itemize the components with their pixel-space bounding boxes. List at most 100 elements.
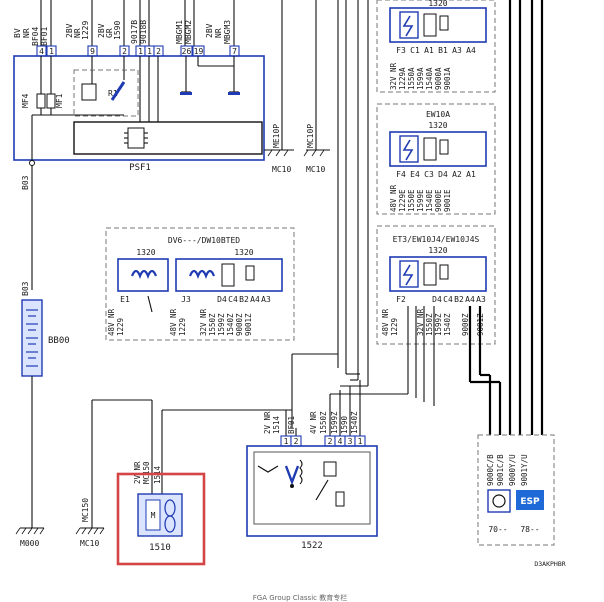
ecu-top-pin-5: A3 bbox=[452, 46, 462, 55]
dv6-right-title: 1320 bbox=[234, 248, 253, 257]
dv6-left-pin-2: J3 bbox=[181, 295, 191, 304]
c1510-label: 1510 bbox=[149, 543, 171, 553]
highlight-frame bbox=[116, 472, 206, 566]
psf1-pin-7: 2 bbox=[156, 47, 161, 56]
reference-code: D3AKPHBR bbox=[534, 560, 565, 568]
c1522-wire-left-1: 2V NR bbox=[263, 411, 272, 434]
esp-text: ESP bbox=[520, 497, 540, 507]
chip-icon bbox=[423, 137, 437, 161]
ground-me10p: ME10P bbox=[272, 124, 281, 148]
ew10a-pin-6: A1 bbox=[466, 170, 476, 179]
ground-mc10-b: MC10 bbox=[306, 165, 325, 174]
c1522-pin-3: 2 bbox=[328, 437, 333, 446]
c1522-pin-1: 1 bbox=[284, 437, 289, 446]
c1522-wire-left-3: BF01 bbox=[287, 416, 296, 434]
ground-mc10p: MC10P bbox=[306, 124, 315, 148]
psf1-pin-4: 2 bbox=[122, 47, 127, 56]
psf1-ecu-block bbox=[73, 121, 263, 155]
ew10a-pin-2: E4 bbox=[410, 170, 420, 179]
ew10a-pin-4: D4 bbox=[438, 170, 448, 179]
psf1-wire-label-4b: GR bbox=[105, 28, 114, 38]
ew10a-wire-4: 1599E bbox=[416, 189, 425, 212]
psf1-module: BV NR BF04 BF01 2BV NR 1229 2BV GR 1590 … bbox=[13, 0, 265, 173]
psf1-mf1-label: MF1 bbox=[55, 93, 64, 108]
relay-switch-icon bbox=[284, 465, 300, 486]
ecu-et3: ET3/EW10J4/EW10J4S 1320 F2 D4 C4 B2 A4 A… bbox=[376, 225, 496, 345]
et3-wire-5: 1599Z bbox=[434, 313, 443, 336]
c1522-label: 1522 bbox=[301, 541, 323, 551]
esp-wire-4: 9001Y/U bbox=[520, 454, 529, 486]
et3-pin-2: D4 bbox=[432, 295, 442, 304]
esp-wire-1: 9000C/B bbox=[486, 454, 495, 486]
psf1-wire-label-6: 9018B bbox=[139, 20, 148, 44]
et3-wire-3: 32V NR bbox=[416, 308, 425, 336]
dv6-right-pin-3: B2 bbox=[239, 295, 249, 304]
bb00-wire-upper: B03 bbox=[21, 281, 30, 296]
psf1-label: PSF1 bbox=[129, 163, 151, 173]
ew10a-wire-6: 9000E bbox=[434, 189, 443, 212]
psf1-wire-label-3b: NR bbox=[73, 28, 82, 38]
ecu-top-wire-1: 32V NR bbox=[389, 62, 398, 90]
et3-pin-6: A3 bbox=[476, 295, 486, 304]
et3-title: ET3/EW10J4/EW10J4S bbox=[393, 235, 480, 244]
psf1-pin-8: 26 bbox=[182, 47, 192, 56]
bb00-wire-top: B03 bbox=[21, 175, 30, 190]
et3-wire-6: 1540Z bbox=[443, 313, 452, 336]
ew10a-wire-7: 9001E bbox=[443, 189, 452, 212]
et3-pin-5: A4 bbox=[465, 295, 475, 304]
ground-mc10-c: MC10 bbox=[80, 539, 99, 548]
ecu-top-wire-6: 9000A bbox=[434, 67, 443, 90]
ecu-top-pin-2: C1 bbox=[410, 46, 420, 55]
esp-wire-2: 9001C/B bbox=[496, 454, 505, 486]
psf1-pin-6: 1 bbox=[147, 47, 152, 56]
dv6-left-wire-2: 1229 bbox=[116, 318, 125, 336]
psf1-wire-label-1a: BV bbox=[13, 28, 22, 38]
et3-wire-1: 48V NR bbox=[381, 308, 390, 336]
glow-coil-icon bbox=[130, 269, 158, 279]
dv6-right-pin-5: A3 bbox=[261, 295, 271, 304]
c1522-wire-right-2: 1550Z bbox=[319, 411, 328, 434]
esp-icon bbox=[516, 490, 544, 510]
injector-icon bbox=[439, 139, 449, 155]
et3-pin-3: C4 bbox=[443, 295, 453, 304]
ecu-top-title: 1320 bbox=[428, 0, 447, 8]
ecu-top-wire-5: 1540A bbox=[425, 67, 434, 90]
psf1-wire-label-8: MBGM2 bbox=[184, 20, 193, 44]
component-1510: 2V NR MC150 1514 M 1510 bbox=[116, 400, 292, 566]
psf1-mf4-label: MF4 bbox=[21, 93, 30, 108]
c1510-wire-2: MC150 bbox=[142, 461, 151, 484]
ecu-1320-top: 1320 F3 C1 A1 B1 A3 A4 32V NR 1229A 1550… bbox=[376, 0, 496, 93]
psf1-wire-label-5: 9017B bbox=[130, 20, 139, 44]
ecu-top-wire-4: 1599A bbox=[416, 67, 425, 90]
abs-icon bbox=[487, 489, 511, 513]
psf1-pin-5: 1 bbox=[138, 47, 143, 56]
psf1-wire-label-7: MBGM1 bbox=[175, 20, 184, 44]
psf1-wire-label-2: BF01 bbox=[40, 27, 49, 46]
c1522-wire-right-4: 1590 bbox=[340, 415, 349, 434]
psf1-box bbox=[13, 55, 265, 161]
dv6-mid-wire-2: 1229 bbox=[178, 318, 187, 336]
dv6-title: DV6---/DW10BTED bbox=[168, 236, 240, 245]
bb00-label: BB00 bbox=[48, 336, 70, 346]
c1522-wire-right-5: 1540Z bbox=[350, 411, 359, 434]
dv6-right-wire-1: 32V NR bbox=[199, 308, 208, 336]
chip-icon bbox=[423, 262, 437, 286]
fan-motor-icon: M bbox=[151, 511, 156, 520]
ecu-top-wire-7: 9001A bbox=[443, 67, 452, 90]
ew10a-subtitle: 1320 bbox=[428, 121, 447, 130]
dv6-right-wire-4: 1540Z bbox=[226, 313, 235, 336]
ew10a-pin-1: F4 bbox=[396, 170, 406, 179]
psf1-wire-label-4a: 2BV bbox=[97, 23, 106, 38]
ground-m000: M000 bbox=[20, 539, 39, 548]
c1510-wire-1: 2V NR bbox=[133, 461, 142, 484]
psf1-pin-1: 4 bbox=[39, 47, 44, 56]
et3-wire-7: 9000Z bbox=[461, 313, 470, 336]
psf1-wire-label-9b: NR bbox=[214, 28, 223, 38]
injector-icon bbox=[439, 264, 449, 280]
ew10a-title: EW10A bbox=[426, 110, 450, 119]
psf1-pin-9: 19 bbox=[194, 47, 204, 56]
psf1-pin-10: 7 bbox=[232, 47, 237, 56]
chip-icon bbox=[423, 13, 437, 37]
ecu-ew10a: EW10A 1320 F4 E4 C3 D4 A2 A1 48V NR 1229… bbox=[376, 103, 496, 215]
ew10a-pin-5: A2 bbox=[452, 170, 462, 179]
